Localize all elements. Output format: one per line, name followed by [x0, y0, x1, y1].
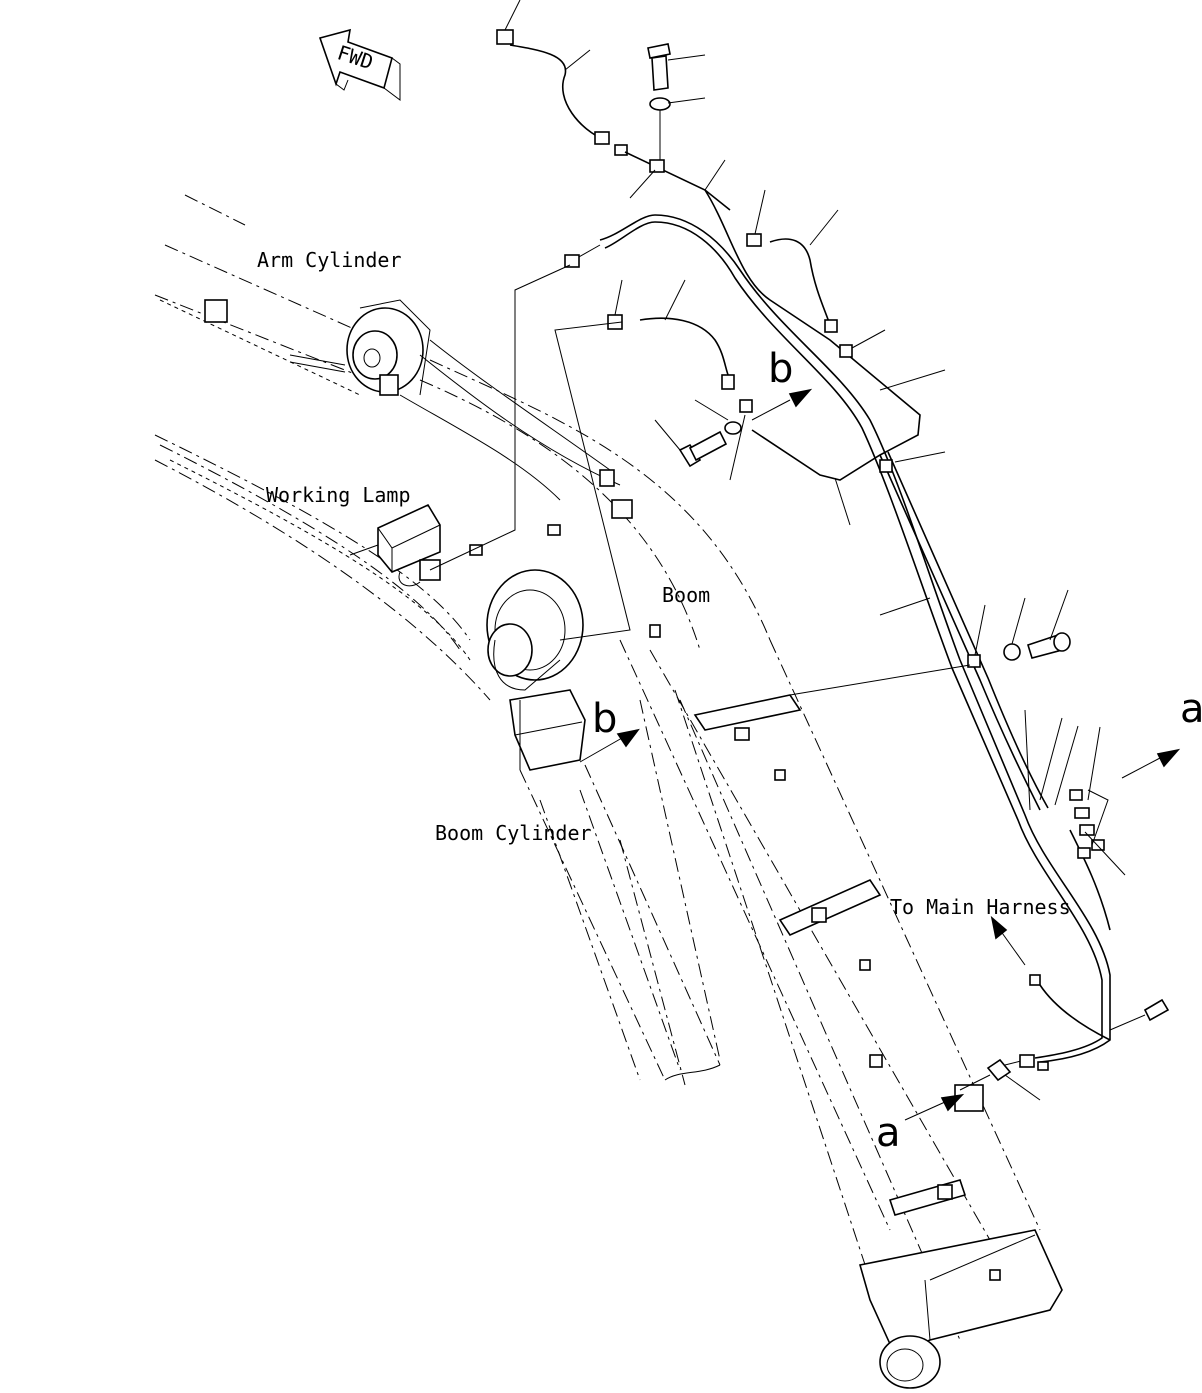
- boom-outline: [154, 194, 1041, 1341]
- callout-a-top: a: [1180, 686, 1202, 732]
- to-main-harness-label: To Main Harness: [890, 895, 1071, 919]
- callout-b-left: b: [592, 696, 617, 742]
- arm-cylinder-pin: [204, 299, 621, 501]
- boom-foot: [858, 1229, 1063, 1389]
- fwd-arrow-icon: FWD: [318, 28, 401, 101]
- boom-cylinder-label: Boom Cylinder: [435, 821, 592, 845]
- working-lamp-label: Working Lamp: [266, 483, 411, 507]
- boom-label: Boom: [662, 583, 710, 607]
- working-lamp-icon: [349, 503, 561, 587]
- direction-arrows: [579, 388, 1181, 1121]
- callout-b-top: b: [768, 346, 793, 392]
- boom-brackets: [599, 469, 984, 1216]
- boom-cylinder-pin: [486, 569, 721, 1081]
- arm-cylinder-label: Arm Cylinder: [257, 248, 402, 272]
- harness-lines: [429, 0, 1170, 1101]
- callout-a-bottom: a: [876, 1110, 901, 1156]
